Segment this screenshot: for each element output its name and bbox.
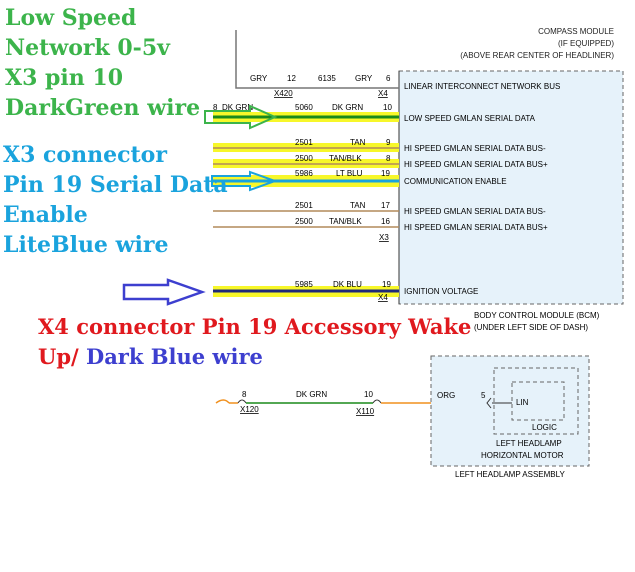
- wire-communication-enable: 5986 LT BLU 19: [213, 169, 399, 187]
- org-label: ORG: [437, 391, 455, 400]
- motor-label: LEFT HEADLAMP: [496, 439, 562, 448]
- compass-module-label: COMPASS MODULE (IF EQUIPPED) (ABOVE REAR…: [460, 27, 614, 60]
- wire-color-label: TAN/BLK: [329, 217, 362, 226]
- terminal-icon: [486, 397, 492, 409]
- connector-label: X3: [379, 233, 389, 242]
- pin-label: 8: [386, 154, 391, 163]
- circuit-label: 2500: [295, 217, 313, 226]
- wire-hi-speed-pos-1: 2500 TAN/BLK 8: [213, 154, 399, 168]
- note-line: Pin 19 Serial Data: [3, 172, 228, 198]
- function-label: LOW SPEED GMLAN SERIAL DATA: [404, 114, 536, 123]
- pin-label: 19: [382, 280, 391, 289]
- note-line: DarkGreen wire: [5, 95, 201, 121]
- wire-color-label: DK GRN: [296, 390, 327, 399]
- blue-arrow-icon: [211, 170, 278, 192]
- note-text-blue: Dark Blue wire: [85, 344, 263, 369]
- connector-label: X120: [240, 405, 259, 414]
- pin-label: 12: [287, 74, 296, 83]
- function-label: HI SPEED GMLAN SERIAL DATA BUS-: [404, 144, 546, 153]
- circuit-label: 6135: [318, 74, 336, 83]
- pin-label: 10: [364, 390, 373, 399]
- connector-label: X4: [378, 293, 388, 302]
- compass-module-location: (ABOVE REAR CENTER OF HEADLINER): [460, 51, 614, 60]
- function-label: HI SPEED GMLAN SERIAL DATA BUS-: [404, 207, 546, 216]
- circuit-label: 2501: [295, 138, 313, 147]
- motor-box: [493, 367, 579, 435]
- wire-hi-speed-neg-2: 2501 TAN 17: [213, 201, 399, 212]
- wire-color-label: DK GRN: [332, 103, 363, 112]
- low-speed-note: Low Speed Network 0-5v X3 pin 10 DarkGre…: [5, 3, 200, 123]
- circuit-label: 2501: [295, 201, 313, 210]
- connector-label: X110: [356, 407, 375, 416]
- pin-label: 16: [381, 217, 390, 226]
- wire-color-label: TAN: [350, 138, 366, 147]
- headlamp-assembly-box: [430, 355, 590, 467]
- pin-label: 8: [242, 390, 247, 399]
- circuit-label: 5060: [295, 103, 313, 112]
- note-line: X4 connector Pin 19 Accessory Wake: [38, 314, 472, 339]
- connector-label: X420: [274, 89, 293, 98]
- logic-box: [511, 381, 565, 421]
- note-line: X3 pin 10: [5, 65, 124, 91]
- x4-connector-note: X4 connector Pin 19 Accessory Wake Up/ D…: [38, 312, 471, 372]
- wire-color-label: GRY: [250, 74, 268, 83]
- note-text: Up/: [38, 344, 79, 369]
- bcm-title: BODY CONTROL MODULE (BCM): [474, 311, 600, 320]
- wire-low-speed-gmlan: 8 DK GRN 5060 DK GRN 10: [213, 103, 399, 122]
- pin-label: 17: [381, 201, 390, 210]
- note-line: Enable: [3, 202, 88, 228]
- function-label: LINEAR INTERCONNECT NETWORK BUS: [404, 82, 560, 91]
- wire-ignition-voltage: 5985 DK BLU 19 X4: [213, 280, 399, 302]
- wire-hi-speed-pos-2: 2500 TAN/BLK 16 X3: [213, 217, 399, 242]
- note-line: Network 0-5v: [5, 35, 170, 61]
- circuit-label: 5985: [295, 280, 313, 289]
- note-line: LiteBlue wire: [3, 232, 169, 258]
- logic-label: LOGIC: [532, 423, 557, 432]
- connector-label: X4: [378, 89, 388, 98]
- wire-color-label: TAN: [350, 201, 366, 210]
- wire-hi-speed-neg-1: 2501 TAN 9: [213, 138, 399, 152]
- green-arrow-icon: [204, 104, 278, 130]
- compass-module-name: COMPASS MODULE: [538, 27, 614, 36]
- pin-label: 8: [213, 103, 218, 112]
- wire-color-label: DK BLU: [333, 280, 362, 289]
- lin-label: LIN: [516, 398, 529, 407]
- pin-label: 10: [383, 103, 392, 112]
- wire-linear-interconnect: GRY 12 6135 GRY 6 X420 X4: [235, 30, 399, 98]
- note-line: Low Speed: [5, 5, 137, 31]
- pin-label: 9: [386, 138, 391, 147]
- function-label: HI SPEED GMLAN SERIAL DATA BUS+: [404, 223, 548, 232]
- circuit-label: 5986: [295, 169, 313, 178]
- function-label: COMMUNICATION ENABLE: [404, 177, 507, 186]
- wire-color-label: DK GRN: [222, 103, 253, 112]
- function-label: IGNITION VOLTAGE: [404, 287, 478, 296]
- wire-color-label: GRY: [355, 74, 373, 83]
- bcm-location: (UNDER LEFT SIDE OF DASH): [474, 323, 588, 332]
- compass-module-option: (IF EQUIPPED): [558, 39, 614, 48]
- motor-label: HORIZONTAL MOTOR: [481, 451, 564, 460]
- pin-label: 5: [481, 391, 486, 400]
- wire-color-label: TAN/BLK: [329, 154, 362, 163]
- function-label: HI SPEED GMLAN SERIAL DATA BUS+: [404, 160, 548, 169]
- bcm-module-box: [398, 70, 624, 305]
- circuit-label: 2500: [295, 154, 313, 163]
- assembly-label: LEFT HEADLAMP ASSEMBLY: [455, 470, 565, 479]
- pin-label: 19: [381, 169, 390, 178]
- note-line-2: Up/ Dark Blue wire: [38, 342, 471, 372]
- pin-label: 6: [386, 74, 391, 83]
- x3-connector-note: X3 connector Pin 19 Serial Data Enable L…: [3, 140, 228, 260]
- note-line: X3 connector: [3, 142, 167, 168]
- dark-blue-arrow-icon: [122, 278, 206, 306]
- wire-color-label: LT BLU: [336, 169, 363, 178]
